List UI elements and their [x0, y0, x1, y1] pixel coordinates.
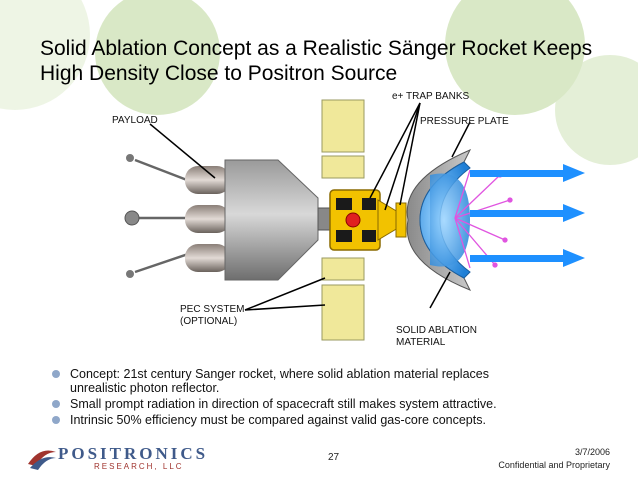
label-pec-system: PEC SYSTEM [180, 304, 244, 315]
logo-subtitle: RESEARCH, LLC [94, 462, 184, 471]
label-payload: PAYLOAD [112, 115, 158, 126]
page-number: 27 [328, 452, 340, 463]
bullet-item: Concept: 21st century Sanger rocket, whe… [52, 367, 612, 395]
payload-tanks [185, 166, 230, 272]
label-material: MATERIAL [396, 337, 446, 348]
bullet-dot-icon [52, 416, 60, 424]
slide-title-line1: Solid Ablation Concept as a Realistic Sä… [40, 37, 593, 60]
bullet-list: Concept: 21st century Sanger rocket, whe… [52, 367, 612, 429]
logo-swoosh-icon [28, 450, 56, 470]
label-solid-ablation: SOLID ABLATION [396, 325, 477, 336]
trap-banks [329, 189, 407, 251]
label-trap-banks: e+ TRAP BANKS [392, 91, 469, 102]
strut-node-top [126, 154, 134, 162]
label-pec-optional: (OPTIONAL) [180, 316, 237, 327]
logo-wordmark: POSITRONICS [58, 444, 209, 463]
exhaust-sparks [454, 169, 513, 269]
bullet-text: Intrinsic 50% efficiency must be compare… [70, 413, 486, 427]
slide-title-line2: High Density Close to Positron Source [40, 62, 398, 85]
exhaust-arrows [470, 164, 585, 267]
decor-circle-center [95, 0, 220, 115]
footer-date: 3/7/2006 [574, 447, 610, 457]
bullet-text: Small prompt radiation in direction of s… [70, 397, 497, 411]
decor-circle-far-right [555, 55, 638, 165]
bullet-item: Intrinsic 50% efficiency must be compare… [52, 413, 612, 427]
bullet-dot-icon [52, 400, 60, 408]
bullet-dot-icon [52, 370, 60, 378]
pec-panels [321, 99, 365, 341]
spacecraft-body [224, 159, 319, 281]
strut-node-bottom [126, 270, 134, 278]
strut-node-center [124, 210, 140, 226]
positron-core [345, 212, 361, 228]
bullet-item: Small prompt radiation in direction of s… [52, 397, 612, 411]
leader-lines [149, 102, 471, 311]
label-pressure-plate: PRESSURE PLATE [420, 116, 509, 127]
bullet-text: Concept: 21st century Sanger rocket, whe… [70, 367, 489, 381]
footer-confidential: Confidential and Proprietary [498, 460, 610, 470]
bullet-text-cont: unrealistic photon reflector. [70, 381, 220, 395]
slide-title: Solid Ablation Concept as a Realistic Sä… [40, 36, 630, 86]
company-logo: POSITRONICS RESEARCH, LLC [26, 444, 205, 474]
